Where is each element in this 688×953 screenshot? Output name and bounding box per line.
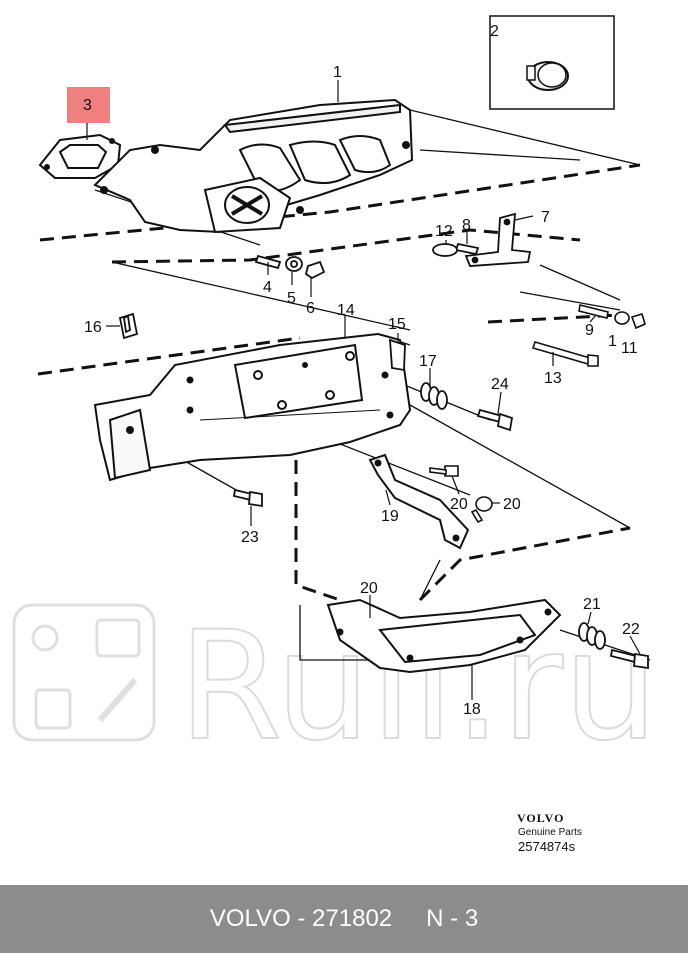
callout-20-a: 20 [450, 496, 468, 513]
callout-7: 7 [541, 209, 550, 226]
callout-leaders [86, 80, 641, 700]
footer-part-number: VOLVO - 271802 [209, 905, 393, 932]
brand-subtitle: Genuine Parts [518, 827, 582, 838]
parts-diagram: Rull.ru [12, 15, 659, 854]
callout-9: 9 [585, 322, 594, 339]
callout-8: 8 [462, 217, 471, 234]
manifold-part-1 [93, 98, 414, 234]
callout-1: 1 [333, 64, 342, 81]
washers-21-bolt-22 [578, 622, 649, 670]
footer-page: N - 3 [426, 905, 479, 932]
bracket-part-7 [432, 212, 532, 267]
callout-20-c: 20 [360, 580, 378, 597]
callout-12: 12 [435, 223, 453, 240]
callout-5: 5 [287, 290, 296, 307]
callout-24: 24 [491, 376, 509, 393]
brand-name: VOLVO [517, 811, 564, 825]
phantom-lines [37, 163, 641, 602]
callout-6: 6 [306, 300, 315, 317]
callout-3: 3 [83, 97, 92, 114]
callout-16: 16 [84, 319, 102, 336]
hardware-4-5-6 [254, 254, 326, 280]
callout-22: 22 [622, 621, 640, 638]
brand-code: 2574874s [518, 839, 576, 854]
highlight-box-part-3 [67, 87, 110, 123]
gasket-part-3 [38, 133, 122, 179]
callout-20-b: 20 [503, 496, 521, 513]
tab-part-15 [389, 338, 406, 372]
clip-part-16 [118, 312, 139, 340]
callout-18: 18 [463, 701, 481, 718]
bracket-part-19 [368, 453, 470, 550]
bolts-9-13 [531, 304, 646, 367]
bolt-part-23 [232, 488, 263, 508]
shield-part-14 [93, 332, 412, 482]
part-2-box [489, 15, 615, 110]
callout-11: 11 [621, 340, 638, 357]
washers-17-bolt-24 [420, 382, 514, 432]
callout-23: 23 [241, 529, 259, 546]
callout-15: 15 [388, 316, 406, 333]
bracket-part-18 [326, 598, 562, 674]
callout-19: 19 [381, 508, 399, 525]
callout-4: 4 [263, 279, 272, 296]
callout-13: 13 [544, 370, 562, 387]
callout-2: 2 [490, 23, 499, 40]
callout-10: 1 [608, 333, 617, 350]
callout-21: 21 [583, 596, 601, 613]
callout-17: 17 [419, 353, 437, 370]
callout-14: 14 [337, 302, 355, 319]
footer-bar: VOLVO - 271802 N - 3 [0, 885, 688, 953]
